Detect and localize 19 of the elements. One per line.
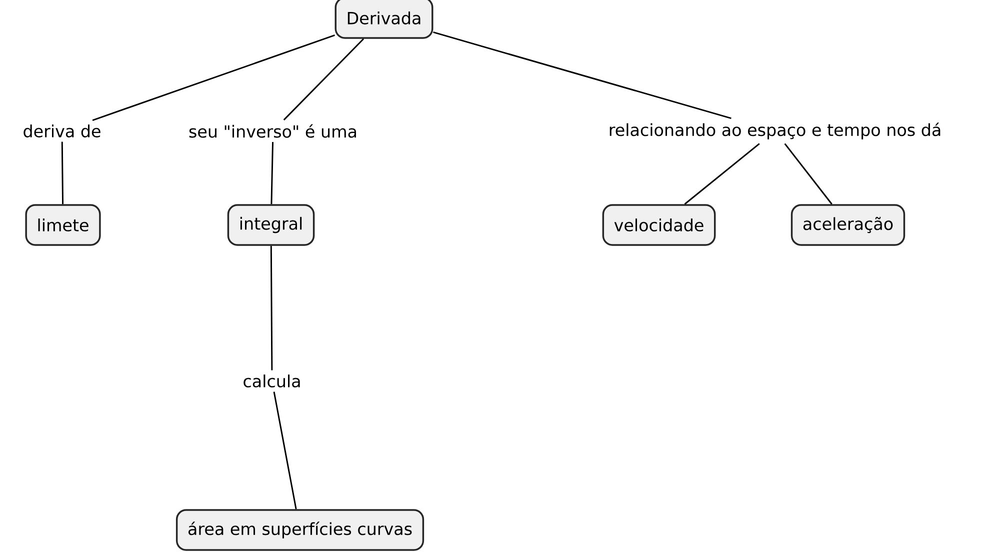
concept-box: velocidade bbox=[602, 204, 716, 246]
connector-line bbox=[433, 32, 732, 120]
connector-line bbox=[273, 392, 297, 510]
concept-box: Derivada bbox=[334, 0, 434, 39]
connector-line bbox=[784, 143, 832, 205]
connector-line bbox=[61, 142, 64, 204]
linking-phrase: deriva de bbox=[24, 124, 100, 138]
concept-box: integral bbox=[227, 204, 315, 246]
connector-line bbox=[283, 38, 364, 120]
linking-phrase: calcula bbox=[244, 374, 300, 388]
connector-line bbox=[684, 143, 760, 205]
linking-phrase: seu "inverso" é uma bbox=[189, 124, 356, 138]
connector-line bbox=[92, 34, 335, 121]
connector-line bbox=[270, 246, 273, 370]
linking-phrase: relacionando ao espaço e tempo nos dá bbox=[610, 122, 940, 140]
concept-box: limete bbox=[25, 204, 101, 246]
connector-line bbox=[270, 142, 274, 204]
concept-box: aceleração bbox=[790, 204, 906, 246]
concept-box: área em superfícies curvas bbox=[176, 509, 424, 551]
